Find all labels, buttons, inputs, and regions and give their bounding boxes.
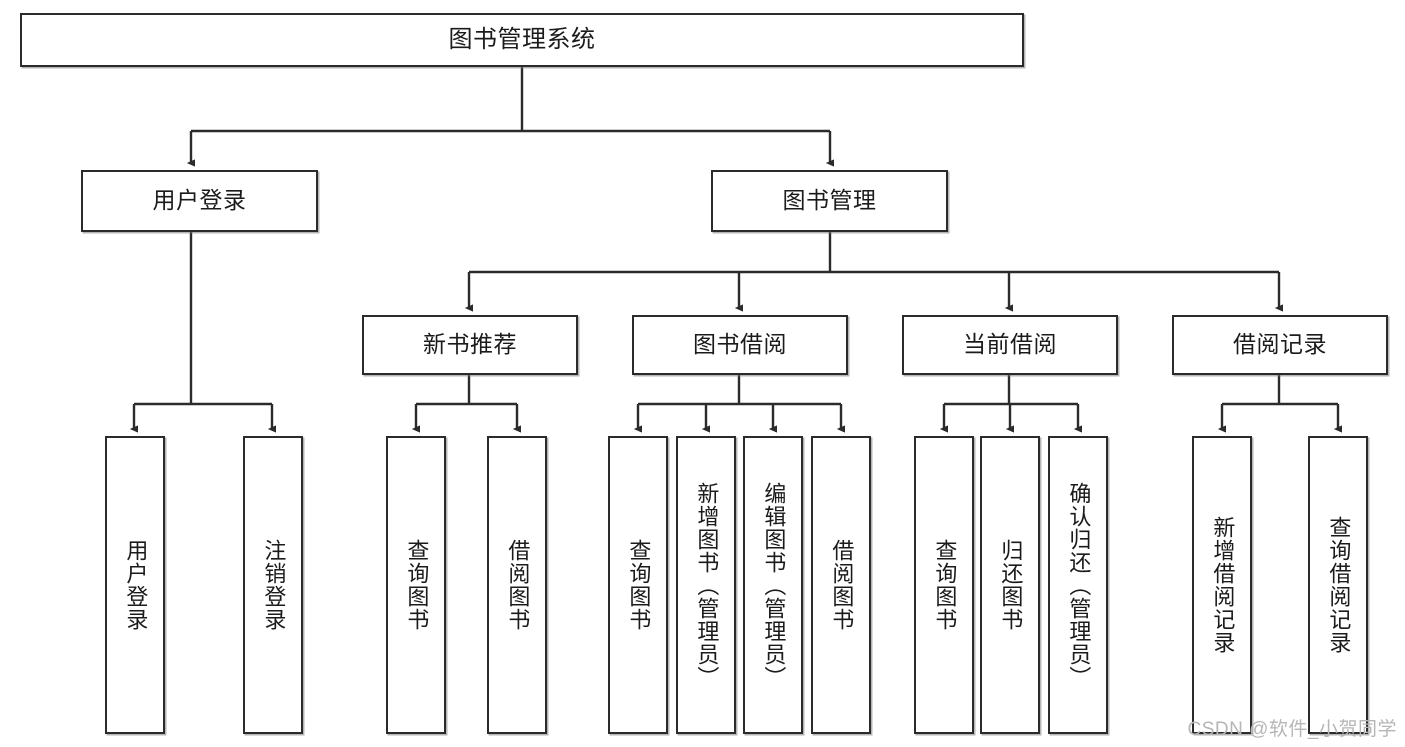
leaf-return-book[interactable]: 归还图书 [980,436,1040,734]
leaf-label: 借阅图书 [505,539,531,631]
node-current-borrow[interactable]: 当前借阅 [902,315,1118,375]
node-book-borrow[interactable]: 图书借阅 [632,315,848,375]
node-root-system[interactable]: 图书管理系统 [20,13,1024,67]
node-new-book-recommend[interactable]: 新书推荐 [362,315,578,375]
leaf-label: 查询图书 [404,539,430,631]
leaf-add-borrow-record[interactable]: 新增借阅记录 [1192,436,1252,734]
leaf-label: 借阅图书 [829,539,855,631]
node-borrow-records[interactable]: 借阅记录 [1172,315,1388,375]
leaf-edit-book-admin[interactable]: 编辑图书（管理员） [743,436,803,734]
leaf-query-book-current[interactable]: 查询图书 [914,436,974,734]
leaf-query-book-newbook[interactable]: 查询图书 [386,436,446,734]
leaf-borrow-book-newbook[interactable]: 借阅图书 [487,436,547,734]
leaf-label: 查询图书 [626,539,652,631]
leaf-label: 新增图书（管理员） [694,481,720,689]
leaf-logout[interactable]: 注销登录 [243,436,303,734]
node-book-management[interactable]: 图书管理 [711,170,948,232]
leaf-add-book-admin[interactable]: 新增图书（管理员） [676,436,736,734]
leaf-label: 查询借阅记录 [1326,516,1352,654]
leaf-label: 编辑图书（管理员） [761,481,787,689]
leaf-borrow-book[interactable]: 借阅图书 [811,436,871,734]
leaf-label: 查询图书 [932,539,958,631]
leaf-label: 确认归还（管理员） [1066,481,1092,689]
leaf-query-borrow-record[interactable]: 查询借阅记录 [1308,436,1368,734]
leaf-label: 归还图书 [998,539,1024,631]
leaf-label: 用户登录 [123,539,149,631]
watermark-text: CSDN @软件_小贺同学 [1187,719,1397,740]
leaf-query-book-borrow[interactable]: 查询图书 [608,436,668,734]
leaf-confirm-return-admin[interactable]: 确认归还（管理员） [1048,436,1108,734]
node-user-login[interactable]: 用户登录 [81,170,318,232]
leaf-user-login[interactable]: 用户登录 [105,436,165,734]
leaf-label: 新增借阅记录 [1210,516,1236,654]
leaf-label: 注销登录 [261,539,287,631]
